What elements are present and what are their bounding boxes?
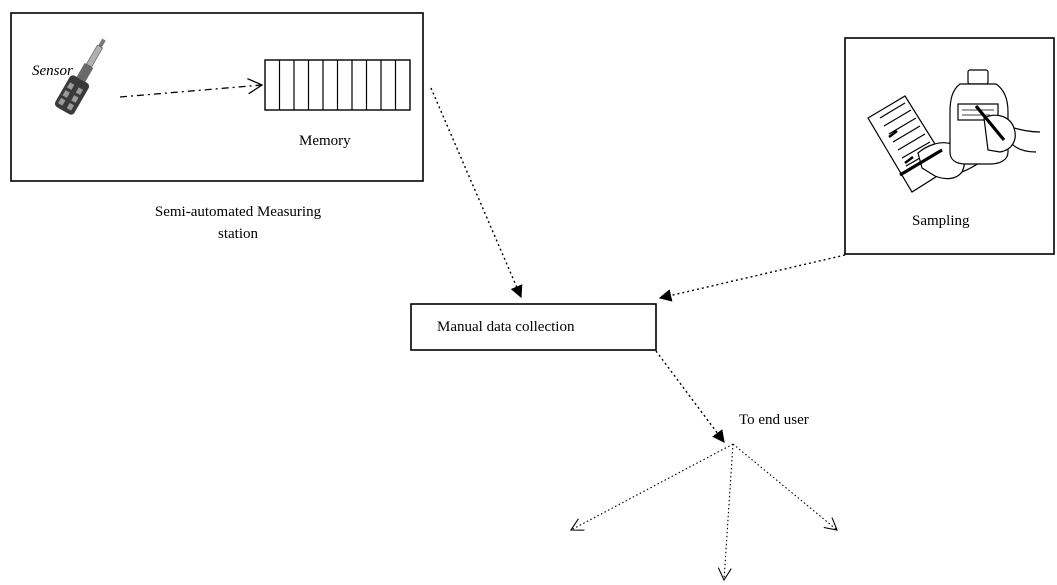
memory-label: Memory [299,133,351,149]
sampling-illustration-icon [867,69,1041,193]
memory-icon [264,59,411,111]
manual-collection-label: Manual data collection [437,319,575,335]
enduser-branch-middle-arrow [724,443,734,580]
end-user-label: To end user [739,412,809,428]
station-to-collection-arrow [430,87,523,299]
station-caption-line1: Semi-automated Measuring [154,204,322,220]
sampling-label: Sampling [912,213,970,229]
station-caption: Semi-automated Measuring station [88,203,388,244]
manual-collection-box [410,303,657,351]
station-box [10,12,424,182]
station-caption-line2: station [218,226,258,242]
sensor-label: Sensor [32,63,73,79]
sensor-icon [54,38,106,115]
collection-to-enduser-arrow [655,350,725,444]
enduser-branch-right-arrow [732,443,837,530]
sampling-box [844,37,1055,255]
sampling-to-collection-arrow [658,254,846,302]
enduser-branch-left-arrow [571,443,734,530]
sensor-to-memory-arrow [119,85,262,98]
